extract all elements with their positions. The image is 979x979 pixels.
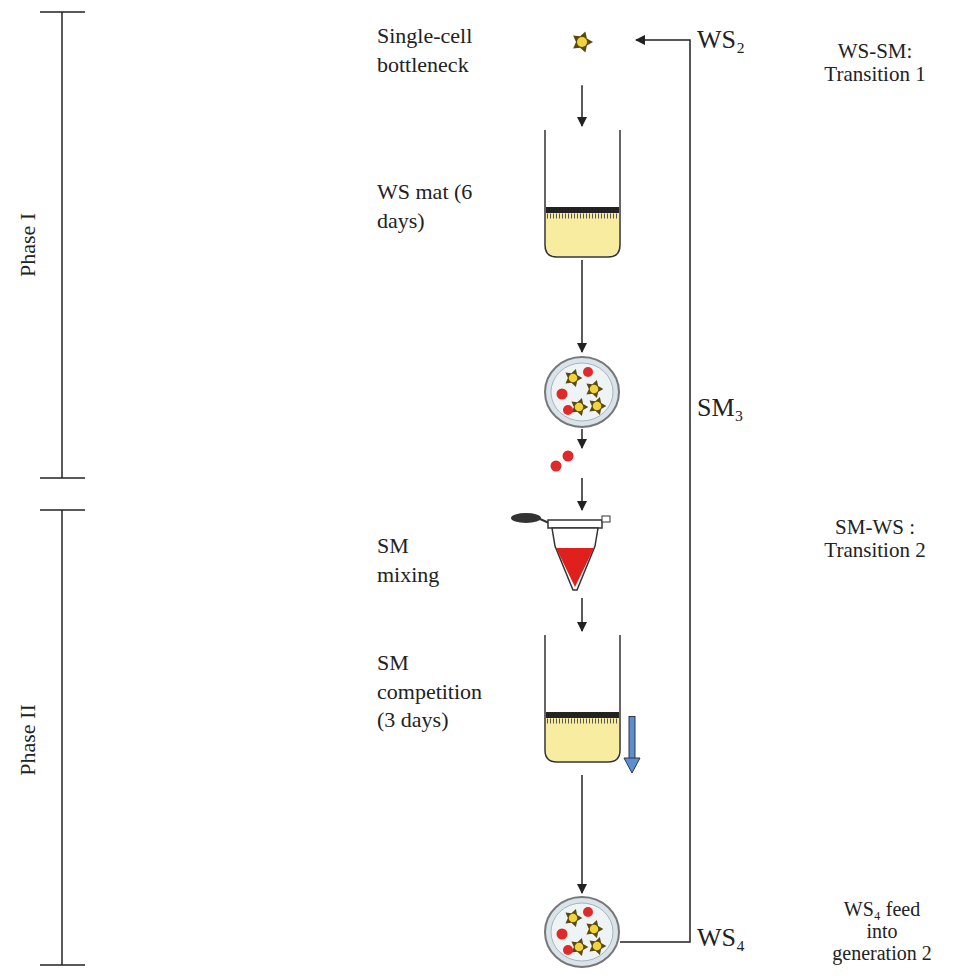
mat-texture [547, 719, 618, 724]
culture-tube [545, 130, 620, 257]
annotation-label: WS₄ feed into generation 2 [826, 898, 938, 964]
petri-dish [545, 897, 619, 967]
annotation-label: WS₄ [697, 924, 777, 953]
mixing-tube [552, 528, 598, 590]
flow-arrow [581, 775, 583, 893]
flow-arrow [581, 598, 583, 631]
flow-arrow [581, 478, 583, 510]
culture-medium [546, 212, 619, 256]
annotation-label: WS₂ [697, 26, 777, 55]
phase-label: Phase I [16, 213, 40, 277]
phase-label: Phase II [16, 704, 40, 775]
stage-label: SM mixing [377, 532, 457, 589]
annotation-label: SM-WS : Transition 2 [800, 516, 950, 562]
ws-mat [546, 207, 619, 213]
petri-dish [545, 357, 619, 427]
culture-tube [545, 635, 620, 762]
annotation-label: SM₃ [697, 394, 777, 423]
sm-colony [551, 461, 562, 472]
phase-bracket [61, 12, 63, 478]
ws-mat [546, 712, 619, 718]
single-cell [573, 32, 593, 53]
tube-cap [548, 520, 602, 528]
bracket-tick [40, 964, 85, 966]
stage-box: WS mat (6 days) [370, 128, 625, 260]
mat-texture [547, 214, 618, 219]
stage-label: WS mat (6 days) [377, 178, 487, 235]
stage-box: SM competition (3 days) [370, 633, 625, 775]
blue-arrow-outline [629, 716, 636, 760]
stage-label: Single-cell bottleneck [377, 22, 507, 79]
stage-box: Single-cell bottleneck [370, 20, 610, 83]
bracket-tick [40, 509, 85, 511]
bracket-tick [40, 477, 85, 479]
blue-arrow [630, 717, 635, 760]
bracket-tick [40, 11, 85, 13]
blue-arrowhead [624, 758, 640, 773]
tube-lid [602, 516, 610, 522]
stage-box: SM mixing [370, 510, 610, 596]
feedback-loop [620, 40, 690, 942]
vortex-pad [511, 513, 541, 523]
sm-mix [556, 548, 594, 587]
sm-colony [563, 451, 574, 462]
flow-arrow [581, 85, 583, 126]
flow-arrow [581, 260, 583, 352]
stage-label: SM competition (3 days) [377, 649, 502, 735]
flow-arrow [581, 429, 583, 448]
culture-medium [546, 717, 619, 761]
phase-bracket [61, 510, 63, 965]
annotation-label: WS-SM: Transition 1 [800, 40, 950, 86]
